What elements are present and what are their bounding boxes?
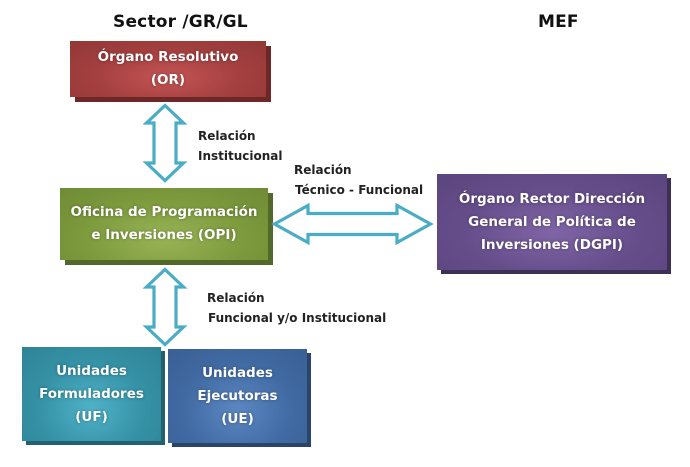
relation-line2: Técnico - Funcional — [295, 183, 424, 197]
node-label: Unidades Ejecutoras (UE) — [197, 364, 278, 427]
heading-sector: Sector /GR/GL — [113, 12, 248, 32]
node-label: Oficina de Programación e Inversiones (O… — [70, 204, 258, 243]
double-arrow-vertical-or-opi — [142, 103, 188, 183]
node-dgpi: Órgano Rector Dirección General de Polít… — [437, 174, 667, 270]
relation-label-institucional: Relación Institucional — [198, 126, 283, 166]
relation-line2: Funcional y/o Institucional — [208, 311, 387, 325]
relation-line1: Relación — [207, 291, 265, 305]
node-unidades-formuladoras: Unidades Formuladores (UF) — [22, 347, 161, 441]
node-label: Órgano Rector Dirección General de Polít… — [458, 190, 646, 253]
relation-line1: Relación — [294, 163, 352, 177]
relation-label-tecnico-funcional: Relación Técnico - Funcional — [294, 160, 423, 200]
node-label: Unidades Formuladores (UF) — [39, 362, 144, 425]
heading-mef: MEF — [538, 12, 579, 32]
node-organo-resolutivo: Órgano Resolutivo (OR) — [70, 41, 266, 97]
double-arrow-horizontal-opi-dgpi — [271, 202, 434, 246]
relation-line2: Institucional — [198, 149, 283, 163]
relation-label-funcional-institucional: Relación Funcional y/o Institucional — [207, 288, 386, 328]
node-opi: Oficina de Programación e Inversiones (O… — [60, 188, 268, 260]
node-label: Órgano Resolutivo (OR) — [97, 49, 239, 88]
node-unidades-ejecutoras: Unidades Ejecutoras (UE) — [168, 349, 307, 443]
relation-line1: Relación — [198, 129, 256, 143]
double-arrow-vertical-opi-units — [142, 267, 188, 347]
